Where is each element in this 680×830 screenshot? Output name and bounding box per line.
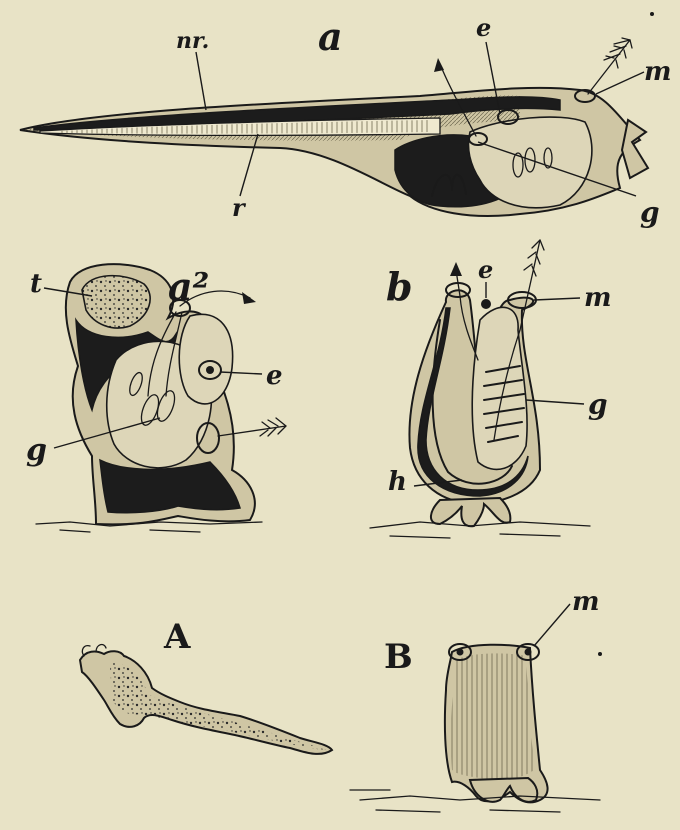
label-a-e: e [476, 13, 491, 42]
print-dot-right [598, 652, 602, 656]
figure-a2-metamorphosis [36, 264, 286, 532]
larva-out-arrowhead [434, 58, 444, 72]
B-left-siphon-opening [457, 649, 464, 656]
b-pore-e [481, 299, 491, 309]
a2-atrial-chamber [179, 314, 232, 404]
larva-in-current-arrow [588, 38, 632, 94]
caption-a2: a² [168, 264, 209, 309]
a2-atrial-pore-inner [206, 366, 214, 374]
figure-B-adult-external [350, 604, 600, 812]
label-a-r: r [232, 193, 247, 222]
label-B-m: m [572, 587, 600, 617]
label-b-h: h [388, 467, 407, 497]
caption-b: b [386, 264, 413, 309]
b-in-current-arrow [520, 240, 544, 330]
a2-out-arrowhead [242, 292, 256, 304]
larva-papillae [622, 120, 648, 178]
print-dot-top [650, 12, 654, 16]
leader-a-nr [196, 52, 206, 110]
B-right-siphon-opening [525, 649, 532, 656]
label-a2-t: t [30, 269, 42, 299]
caption-a: a [318, 14, 343, 59]
b-ground [370, 522, 590, 538]
label-a-m: m [644, 57, 672, 87]
leader-b-m [534, 298, 580, 300]
label-a-g: g [640, 196, 660, 229]
label-b-g: g [588, 388, 608, 421]
leader-B-m [534, 604, 570, 646]
B-tunic-striations [451, 653, 534, 780]
a2-ground [36, 522, 262, 532]
caption-B: B [384, 637, 413, 677]
label-a-nr: nr. [176, 28, 209, 54]
label-b-e: e [478, 255, 493, 284]
figure-A-free-larva [80, 645, 332, 754]
figure-a-larva [20, 38, 648, 216]
label-a2-g: g [26, 433, 47, 468]
label-a2-e: e [266, 361, 283, 391]
caption-A: A [163, 617, 191, 657]
label-b-m: m [584, 283, 612, 313]
b-roots [431, 498, 510, 526]
